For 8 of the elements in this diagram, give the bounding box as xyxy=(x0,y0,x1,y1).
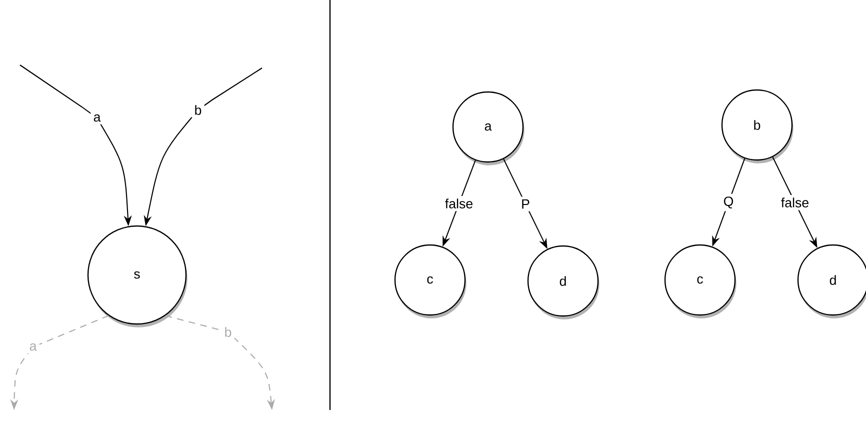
edge-label: false xyxy=(778,194,812,210)
edge-label: false xyxy=(442,196,476,212)
edge-label: a xyxy=(26,340,40,354)
edge-label: a xyxy=(90,112,104,124)
edge-label: Q xyxy=(720,194,736,212)
edge-label: P xyxy=(518,196,533,212)
edge-label: b xyxy=(222,324,234,340)
edge-label: b xyxy=(192,102,204,118)
